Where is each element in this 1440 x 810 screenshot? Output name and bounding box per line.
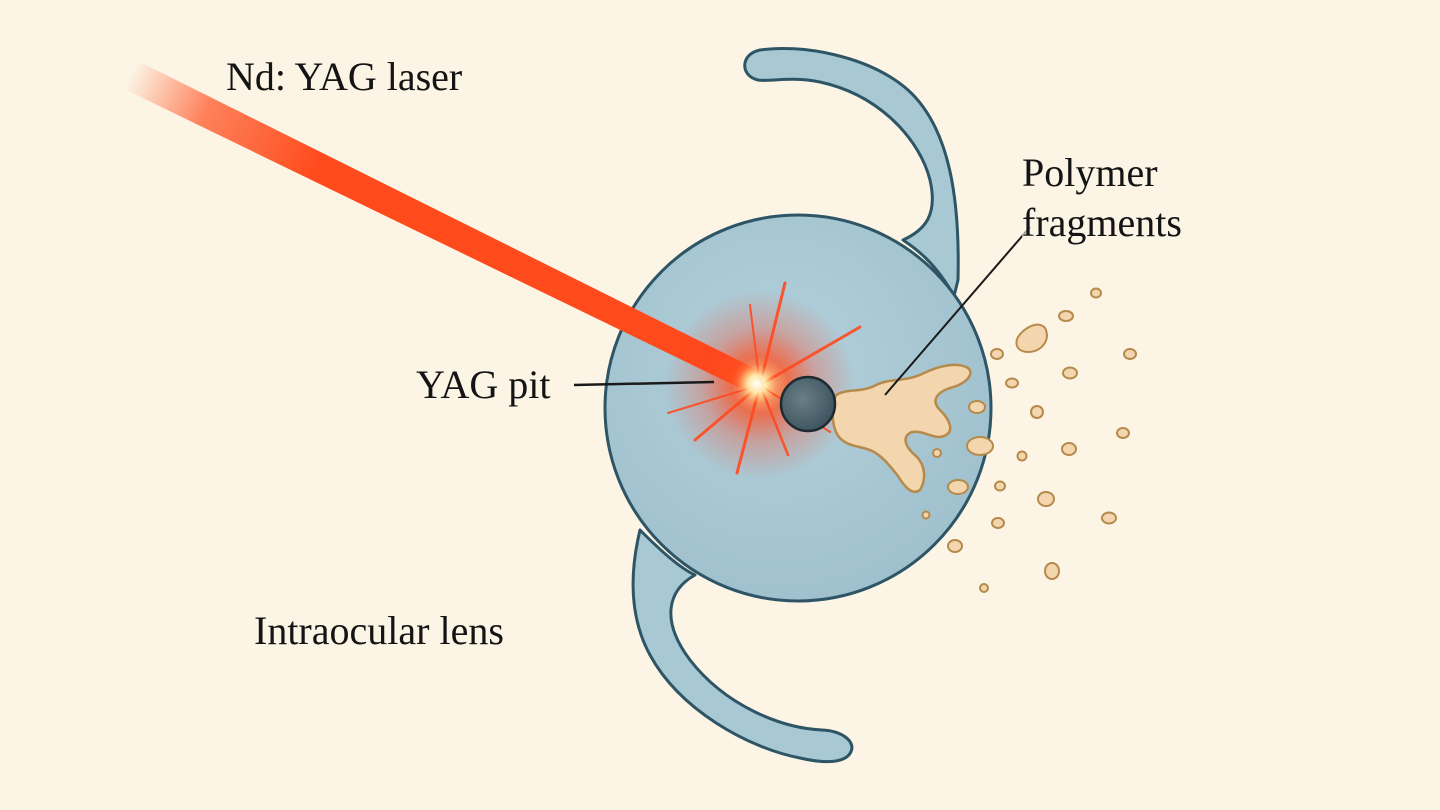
- leader-line-fragments: [884, 226, 1031, 396]
- laser-label: Nd: YAG laser: [226, 54, 463, 99]
- yag-pit: [779, 375, 837, 433]
- leader-line-pit: [573, 380, 715, 387]
- laser-core: [737, 364, 777, 404]
- yag-pit-label: YAG pit: [416, 362, 551, 407]
- upper-haptic: [743, 46, 960, 298]
- intraocular-lens-label: Intraocular lens: [254, 608, 504, 653]
- polymer-fragments-label: Polymer fragments: [1022, 148, 1188, 248]
- fragments-label-line2: fragments: [1022, 200, 1182, 245]
- fragment-plume: [831, 363, 972, 493]
- loose-fragments: [921, 287, 1137, 593]
- fragments-label-line1: Polymer: [1022, 150, 1158, 195]
- lower-haptic: [631, 528, 854, 764]
- laser-beam: [118, 62, 762, 394]
